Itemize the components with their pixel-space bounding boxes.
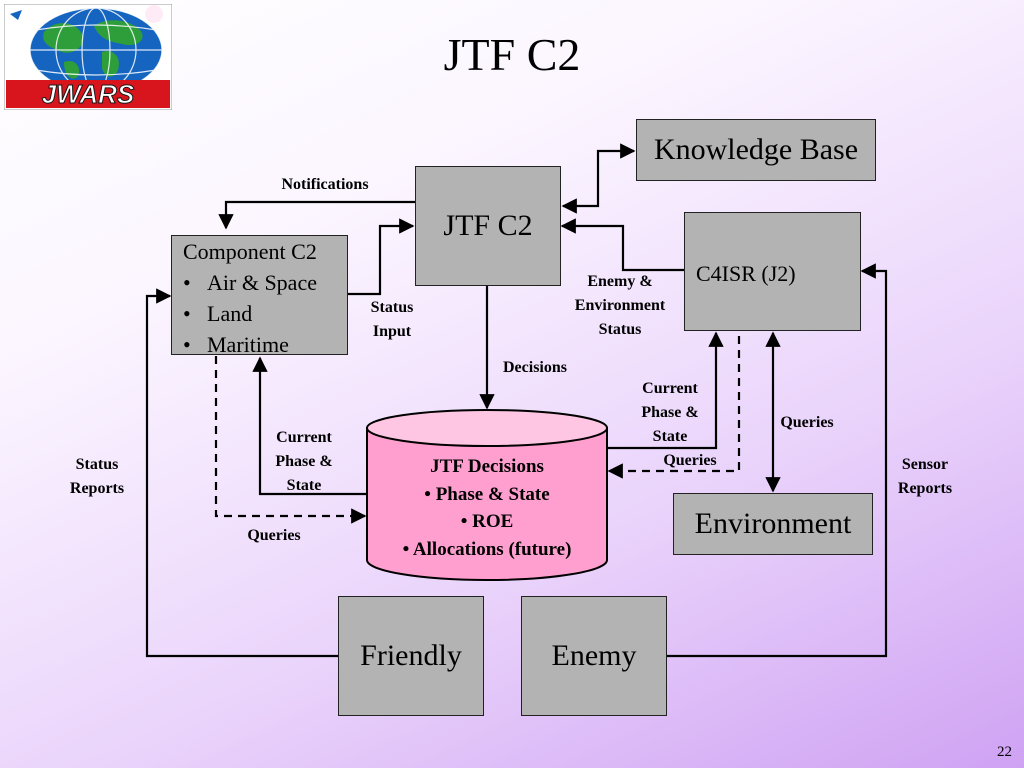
label-queries-right: Queries (780, 414, 834, 431)
c4isr-label: C4ISR (J2) (696, 261, 796, 286)
friendly-box: Friendly (338, 596, 484, 716)
label-queries-left: Queries (247, 527, 301, 544)
label-queries-middle: Queries (663, 452, 717, 469)
knowledge-base-label: Knowledge Base (653, 133, 859, 166)
arrow-current-phase-left (252, 356, 367, 496)
bullet: • (183, 270, 191, 295)
arrow-status-reports (145, 288, 338, 658)
jtf-c2-box: JTF C2 (415, 166, 561, 286)
component-item-maritime: •Maritime (183, 329, 347, 360)
slide-title: JTF C2 (443, 29, 581, 80)
arrow-enemy-env-status (560, 218, 684, 272)
bullet: • (183, 301, 191, 326)
arrow-queries-left (214, 356, 367, 524)
database-item-allocations: • Allocations (future) (402, 538, 572, 560)
jtf-c2-label: JTF C2 (443, 209, 533, 242)
component-item-air-space: •Air & Space (183, 267, 347, 298)
bullet: • (183, 332, 191, 357)
friendly-label: Friendly (360, 639, 462, 672)
jwars-logo: JWARS (4, 4, 172, 110)
label-notifications: Notifications (281, 176, 369, 193)
component-c2-title: Component C2 (183, 239, 317, 264)
database-contents: JTF Decisions • Phase & State • ROE • Al… (367, 453, 607, 563)
enemy-label: Enemy (551, 639, 637, 672)
arrow-status-input (347, 218, 415, 296)
arrow-knowledge-base (561, 143, 636, 214)
arrow-queries-middle (607, 336, 741, 479)
component-c2-box: Component C2 •Air & Space •Land •Maritim… (171, 235, 348, 357)
component-item-land: •Land (183, 298, 347, 329)
jtf-decisions-database (366, 409, 608, 581)
logo-text: JWARS (42, 79, 135, 109)
knowledge-base-box: Knowledge Base (636, 119, 876, 181)
arrow-current-phase-right (607, 331, 724, 450)
c4isr-box: C4ISR (J2) (684, 212, 861, 331)
database-title: JTF Decisions (430, 456, 544, 477)
arrow-sensor-reports (667, 263, 888, 658)
database-item-roe: • ROE (460, 511, 514, 532)
database-item-phase-state: • Phase & State (424, 483, 550, 505)
label-decisions: Decisions (503, 359, 567, 376)
environment-box: Environment (673, 493, 873, 555)
environment-label: Environment (694, 507, 852, 540)
slide-number: 22 (997, 744, 1012, 760)
enemy-box: Enemy (521, 596, 667, 716)
arrow-notifications (218, 200, 415, 230)
